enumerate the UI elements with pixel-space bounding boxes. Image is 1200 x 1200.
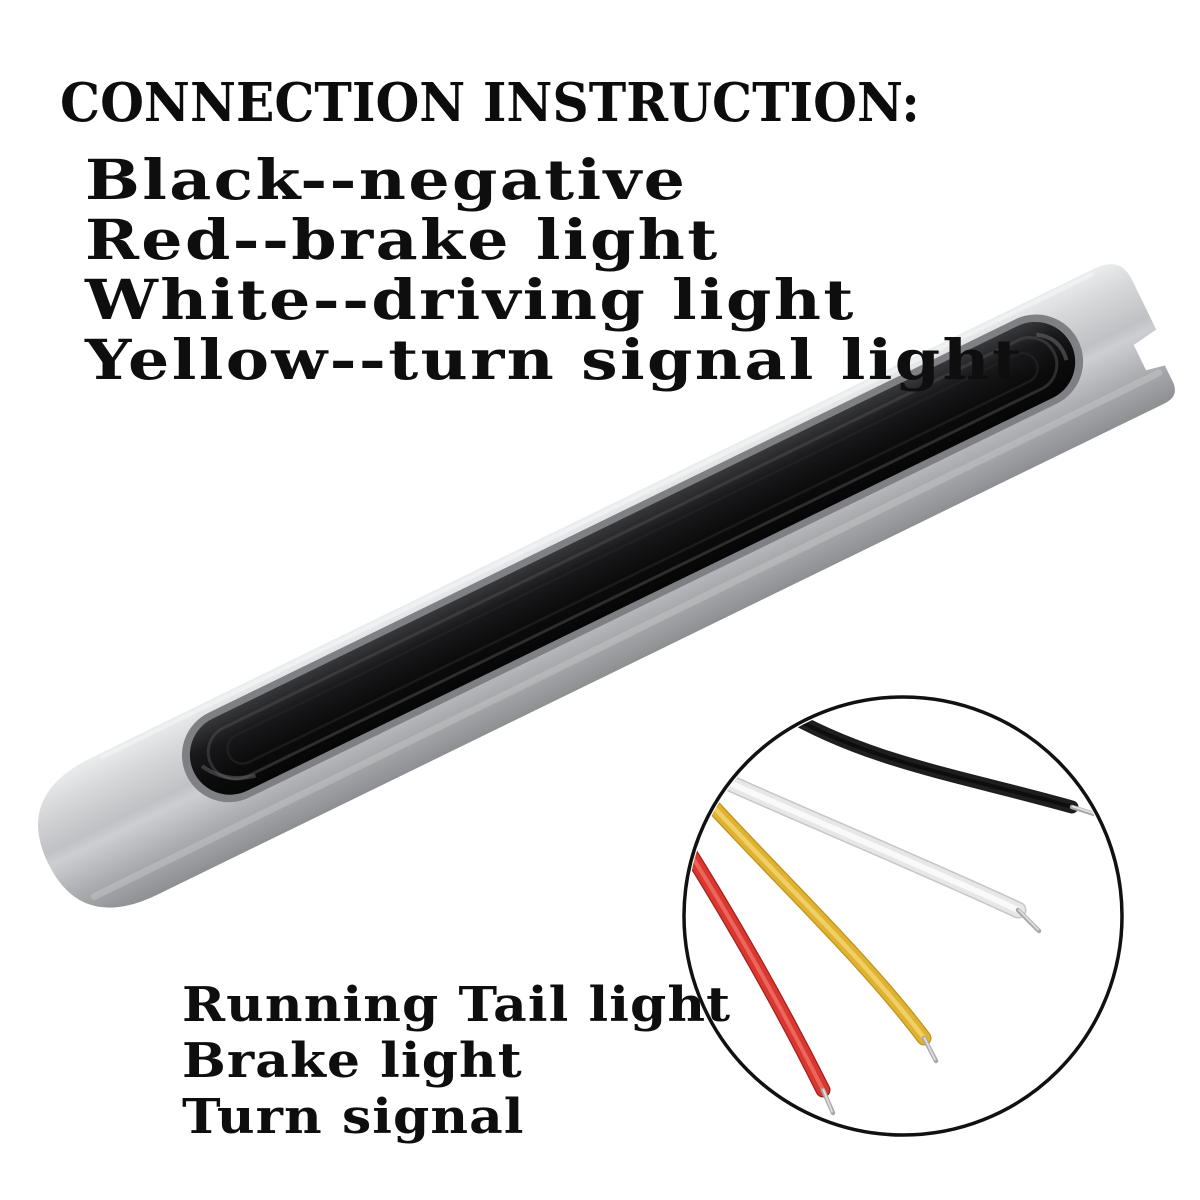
red-wire-highlight: [687, 832, 825, 1092]
housing-bottom-sheen: [90, 369, 1163, 900]
function-line-turn: Turn signal: [182, 1089, 525, 1145]
white-wire-pin: [1015, 907, 1042, 934]
legend-line-white: White--driving light: [85, 267, 856, 332]
legend-line-yellow: Yellow--turn signal light: [85, 327, 1025, 392]
function-line-running: Running Tail light: [182, 977, 732, 1033]
housing-top-highlight: [99, 271, 1095, 760]
lens-right-glint: [1036, 332, 1069, 361]
led-light-bar: [38, 264, 1175, 908]
function-line-brake: Brake light: [182, 1033, 523, 1089]
lens-inner-reflection-outer: [206, 336, 1059, 781]
function-labels: Running Tail light Brake light Turn sign…: [182, 977, 731, 1145]
red-wire-pin: [820, 1087, 836, 1116]
yellow-wire-pin: [921, 1035, 939, 1064]
page-title: CONNECTION INSTRUCTION:: [60, 72, 920, 134]
legend-line-red: Red--brake light: [85, 207, 720, 272]
wire-detail-inset: [682, 695, 1124, 1137]
black-wire-pin: [1069, 804, 1097, 817]
legend-line-black: Black--negative: [85, 147, 688, 212]
wire-color-legend: Black--negative Red--brake light White--…: [85, 150, 1024, 390]
yellow-wire-highlight: [695, 787, 927, 1041]
black-wire-groove: [778, 708, 1074, 809]
white-wire-highlight: [711, 773, 1021, 913]
smoked-lens: [189, 321, 1076, 795]
lens-left-glint: [200, 764, 257, 780]
lens-inner-reflection-inner: [226, 351, 1039, 765]
